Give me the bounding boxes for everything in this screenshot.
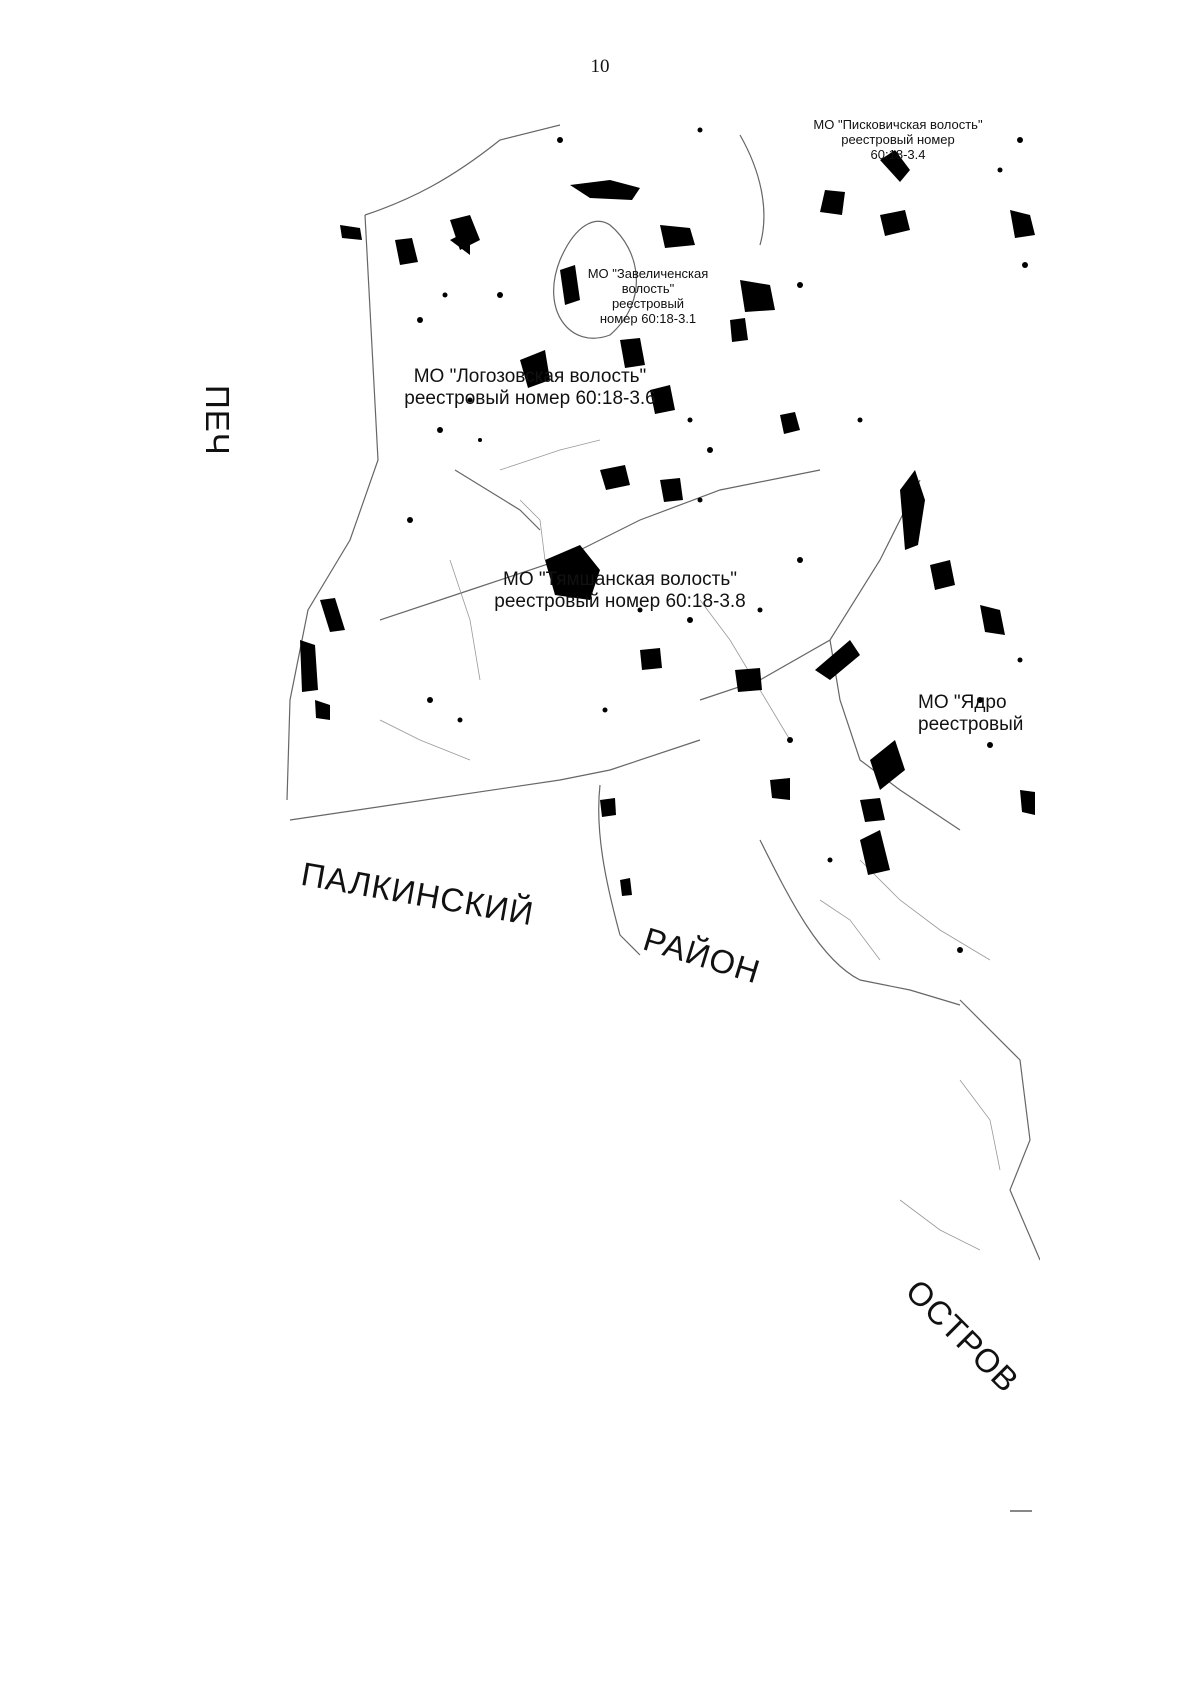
label-line: волость"	[621, 281, 675, 296]
settlement-patch	[860, 830, 890, 875]
settlement-patch	[770, 778, 790, 800]
settlement-patch	[560, 265, 580, 305]
settlement-patch	[620, 878, 632, 896]
label-line: МО "Логозовская волость"	[413, 366, 647, 387]
settlement-patch	[620, 338, 645, 368]
label-line: МО "Писковичская волость"	[813, 117, 983, 132]
label-line: реестровый номер	[841, 132, 955, 147]
settlement-patch	[300, 640, 318, 692]
label-piskovichskaya: МО "Писковичская волость" реестровый ном…	[778, 117, 1018, 162]
settlement-patch	[660, 478, 683, 502]
boundary-line	[959, 999, 1041, 1261]
label-line: реестровый	[611, 296, 685, 311]
boundary-line	[364, 124, 561, 216]
label-tyamshanskaya: МО "Тямшанская волость" реестровый номер…	[460, 569, 780, 613]
settlement-patch	[815, 640, 860, 680]
settlement-patch	[315, 700, 330, 720]
settlement-patch	[570, 180, 640, 200]
boundary-line	[553, 220, 637, 339]
settlement-patch	[820, 190, 845, 215]
scan-artifact	[1010, 1510, 1032, 1512]
settlement-patch	[1010, 210, 1035, 238]
settlement-patches	[300, 150, 1035, 896]
boundary-line	[289, 739, 701, 821]
district-pechorsky: ПЕЧ	[199, 385, 236, 456]
boundary-line	[379, 469, 821, 621]
dot-settlements	[407, 127, 1028, 953]
label-line: МО "Завеличенская	[587, 266, 709, 281]
settlement-patch	[900, 470, 925, 550]
district-boundaries	[286, 124, 1041, 1261]
settlement-patch	[395, 238, 418, 265]
settlement-patch	[640, 648, 662, 670]
boundary-line	[739, 134, 765, 246]
settlement-patch	[735, 668, 762, 692]
settlement-patch	[340, 225, 362, 240]
label-line: 60:18-3.4	[870, 147, 926, 162]
label-line: реестровый номер 60:18-3.8	[494, 591, 746, 612]
settlement-patch	[545, 545, 600, 600]
settlement-patch	[660, 225, 695, 248]
page-number: 10	[590, 56, 610, 77]
settlement-patch	[520, 350, 550, 388]
settlement-patch	[650, 385, 675, 414]
boundary-line	[598, 784, 641, 956]
boundary-line	[829, 639, 961, 831]
settlement-patch	[450, 230, 470, 255]
settlement-patch	[600, 798, 616, 817]
boundary-line	[759, 839, 961, 1006]
thin-roads	[379, 439, 1001, 1251]
settlement-patch	[880, 210, 910, 236]
boundary-line	[454, 469, 541, 531]
settlement-patch	[780, 412, 800, 434]
settlement-patch	[320, 598, 345, 632]
settlement-patch	[1020, 790, 1035, 815]
label-line: номер 60:18-3.1	[599, 311, 697, 326]
label-line: МО "Тямшанская волость"	[503, 569, 737, 590]
settlement-patch	[880, 150, 910, 182]
settlement-patch	[930, 560, 955, 590]
settlement-patch	[870, 740, 905, 790]
boundary-line	[286, 214, 379, 801]
settlement-patch	[600, 465, 630, 490]
settlement-patch	[740, 280, 775, 312]
label-logozovskaya: МО "Логозовская волость" реестровый номе…	[380, 366, 680, 410]
settlement-patch	[730, 318, 748, 342]
settlement-patch	[980, 605, 1005, 635]
label-yadrovskaya: МО "Ядро реестровый	[918, 692, 1023, 736]
label-line: реестровый	[918, 714, 1024, 735]
map-clip-margin	[1040, 0, 1200, 1697]
label-zavelichenskaya: МО "Завеличенская волость" реестровый но…	[568, 266, 728, 326]
settlement-patch	[860, 798, 885, 822]
label-line: МО "Ядро	[918, 692, 1007, 713]
label-line: реестровый номер 60:18-3.6	[404, 388, 656, 409]
